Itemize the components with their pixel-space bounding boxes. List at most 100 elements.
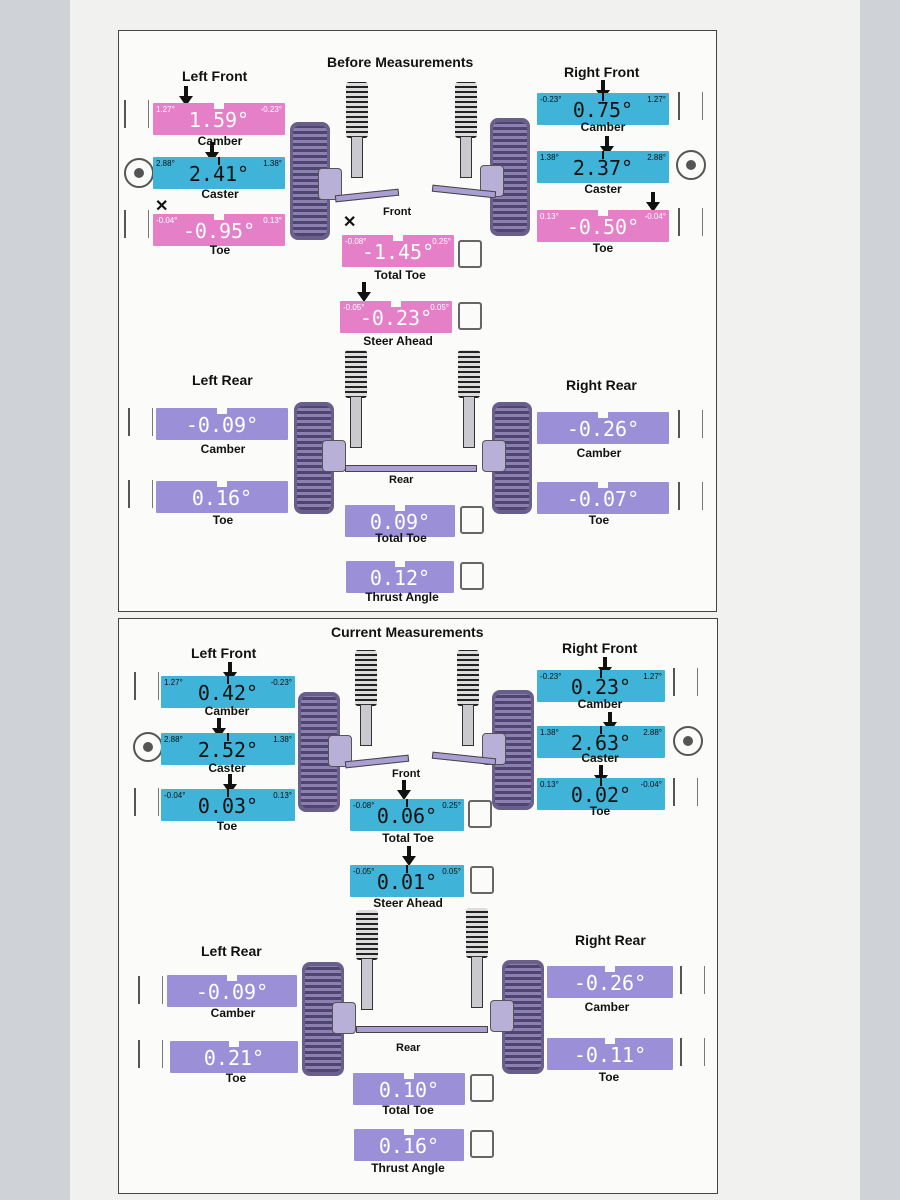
current-rear-right-spring bbox=[466, 908, 488, 958]
before-rear-tie-rod bbox=[345, 465, 477, 472]
current-left-rear-heading: Left Rear bbox=[201, 943, 262, 959]
current-front-label: Front bbox=[392, 768, 421, 780]
caster-gauge-icon bbox=[676, 150, 706, 180]
camber-gauge-icon bbox=[124, 100, 149, 128]
current-lf-toe-meter: -0.04°0.13° 0.03° bbox=[161, 789, 295, 821]
current-front-left-spring bbox=[355, 650, 377, 706]
before-rf-caster-value: 2.37° bbox=[572, 156, 634, 180]
current-rf-toe-label: Toe bbox=[589, 804, 611, 818]
toe-gauge-icon bbox=[138, 1040, 163, 1068]
before-total-toe-label: Total Toe bbox=[374, 268, 426, 282]
before-lr-toe-label: Toe bbox=[212, 513, 234, 527]
caster-gauge-icon bbox=[133, 732, 163, 762]
before-rf-camber-label: Camber bbox=[580, 120, 626, 134]
toe-gauge-icon bbox=[134, 788, 159, 816]
current-lr-toe-label: Toe bbox=[225, 1071, 247, 1085]
before-lr-camber-label: Camber bbox=[200, 442, 246, 456]
current-rf-camber-label: Camber bbox=[577, 697, 623, 711]
before-left-front-heading: Left Front bbox=[182, 68, 248, 84]
toe-gauge-icon bbox=[680, 1038, 705, 1066]
before-steer-ahead-value: -0.23° bbox=[359, 306, 433, 330]
before-lf-toe-meter: -0.04°0.13° -0.95° bbox=[153, 214, 285, 246]
before-rear-total-toe-value: 0.09° bbox=[369, 510, 431, 534]
car-topview-icon bbox=[470, 1074, 494, 1102]
current-rear-tie-rod bbox=[356, 1026, 488, 1033]
before-front-right-spring bbox=[455, 82, 477, 138]
before-rear-label: Rear bbox=[389, 474, 414, 486]
car-topview-icon bbox=[458, 240, 482, 268]
caster-gauge-icon bbox=[124, 158, 154, 188]
before-rf-toe-arrow-icon bbox=[646, 192, 660, 212]
toe-gauge-icon bbox=[124, 210, 149, 238]
current-lf-camber-label: Camber bbox=[204, 704, 250, 718]
camber-gauge-icon bbox=[678, 410, 703, 438]
before-rr-toe-value: -0.07° bbox=[566, 487, 640, 511]
camber-gauge-icon bbox=[680, 966, 705, 994]
current-front-right-strut bbox=[462, 704, 474, 746]
before-front-right-strut bbox=[460, 136, 472, 178]
car-topview-icon bbox=[470, 1130, 494, 1158]
before-rear-total-toe-meter: 0.09° bbox=[345, 505, 455, 537]
car-topview-icon bbox=[468, 800, 492, 828]
before-front-label: Front bbox=[383, 206, 412, 218]
camber-gauge-icon bbox=[673, 668, 698, 696]
before-steer-ahead-meter: -0.05°0.05° -0.23° bbox=[340, 301, 452, 333]
current-thrust-angle-value: 0.16° bbox=[378, 1134, 440, 1158]
before-rf-toe-label: Toe bbox=[592, 241, 614, 255]
before-rf-camber-value: 0.75° bbox=[572, 98, 634, 122]
before-rr-toe-meter: -0.07° bbox=[537, 482, 669, 514]
current-front-left-strut bbox=[360, 704, 372, 746]
current-lr-camber-label: Camber bbox=[210, 1006, 256, 1020]
before-steer-ahead-label: Steer Ahead bbox=[363, 334, 433, 348]
current-rf-caster-label: Caster bbox=[581, 751, 619, 765]
toe-gauge-icon bbox=[678, 208, 703, 236]
camber-gauge-icon bbox=[128, 408, 153, 436]
current-lr-toe-meter: 0.21° bbox=[170, 1041, 298, 1073]
before-rf-toe-meter: 0.13°-0.04° -0.50° bbox=[537, 210, 669, 242]
before-lf-toe-value: -0.95° bbox=[182, 219, 256, 243]
toe-gauge-icon bbox=[678, 482, 703, 510]
before-rear-right-strut bbox=[463, 396, 475, 448]
current-front-left-hub bbox=[328, 735, 352, 767]
current-total-toe-value: 0.06° bbox=[376, 804, 438, 828]
current-rf-toe-value: 0.02° bbox=[570, 783, 632, 807]
current-thrust-angle-meter: 0.16° bbox=[354, 1129, 464, 1161]
current-rear-right-strut bbox=[471, 956, 483, 1008]
current-front-right-wheel bbox=[492, 690, 534, 810]
before-lf-camber-meter: 1.27°-0.23° 1.59° bbox=[153, 103, 285, 135]
before-front-left-strut bbox=[351, 136, 363, 178]
before-total-toe-x-icon: ✕ bbox=[343, 214, 357, 231]
current-lr-toe-value: 0.21° bbox=[203, 1046, 265, 1070]
current-rear-total-toe-value: 0.10° bbox=[378, 1078, 440, 1102]
current-steer-ahead-value: 0.01° bbox=[376, 870, 438, 894]
car-topview-icon bbox=[470, 866, 494, 894]
current-rear-total-toe-label: Total Toe bbox=[382, 1103, 434, 1117]
before-thrust-angle-meter: 0.12° bbox=[346, 561, 454, 593]
current-right-rear-heading: Right Rear bbox=[575, 932, 646, 948]
before-rf-toe-value: -0.50° bbox=[566, 215, 640, 239]
current-rf-toe-meter: 0.13°-0.04° 0.02° bbox=[537, 778, 665, 810]
current-title: Current Measurements bbox=[331, 624, 484, 640]
before-total-toe-meter: -0.08°0.25° -1.45° bbox=[342, 235, 454, 267]
current-lf-toe-label: Toe bbox=[216, 819, 238, 833]
before-total-toe-value: -1.45° bbox=[361, 240, 435, 264]
current-right-front-heading: Right Front bbox=[562, 640, 638, 656]
current-rr-camber-label: Camber bbox=[584, 1000, 630, 1014]
before-lf-camber-label: Camber bbox=[197, 134, 243, 148]
before-rear-left-strut bbox=[350, 396, 362, 448]
before-lr-camber-meter: -0.09° bbox=[156, 408, 288, 440]
current-total-toe-arrow-icon bbox=[397, 780, 411, 800]
camber-gauge-icon bbox=[134, 672, 159, 700]
current-rf-camber-value: 0.23° bbox=[570, 675, 632, 699]
caster-gauge-icon bbox=[673, 726, 703, 756]
current-steer-ahead-meter: -0.05°0.05° 0.01° bbox=[350, 865, 464, 897]
current-rear-left-spring bbox=[356, 910, 378, 960]
before-lf-camber-value: 1.59° bbox=[188, 108, 250, 132]
current-lf-camber-value: 0.42° bbox=[197, 681, 259, 705]
current-lf-toe-value: 0.03° bbox=[197, 794, 259, 818]
current-front-right-spring bbox=[457, 650, 479, 706]
car-topview-icon bbox=[460, 562, 484, 590]
toe-gauge-icon bbox=[128, 480, 153, 508]
car-topview-icon bbox=[458, 302, 482, 330]
before-thrust-angle-label: Thrust Angle bbox=[365, 590, 439, 604]
